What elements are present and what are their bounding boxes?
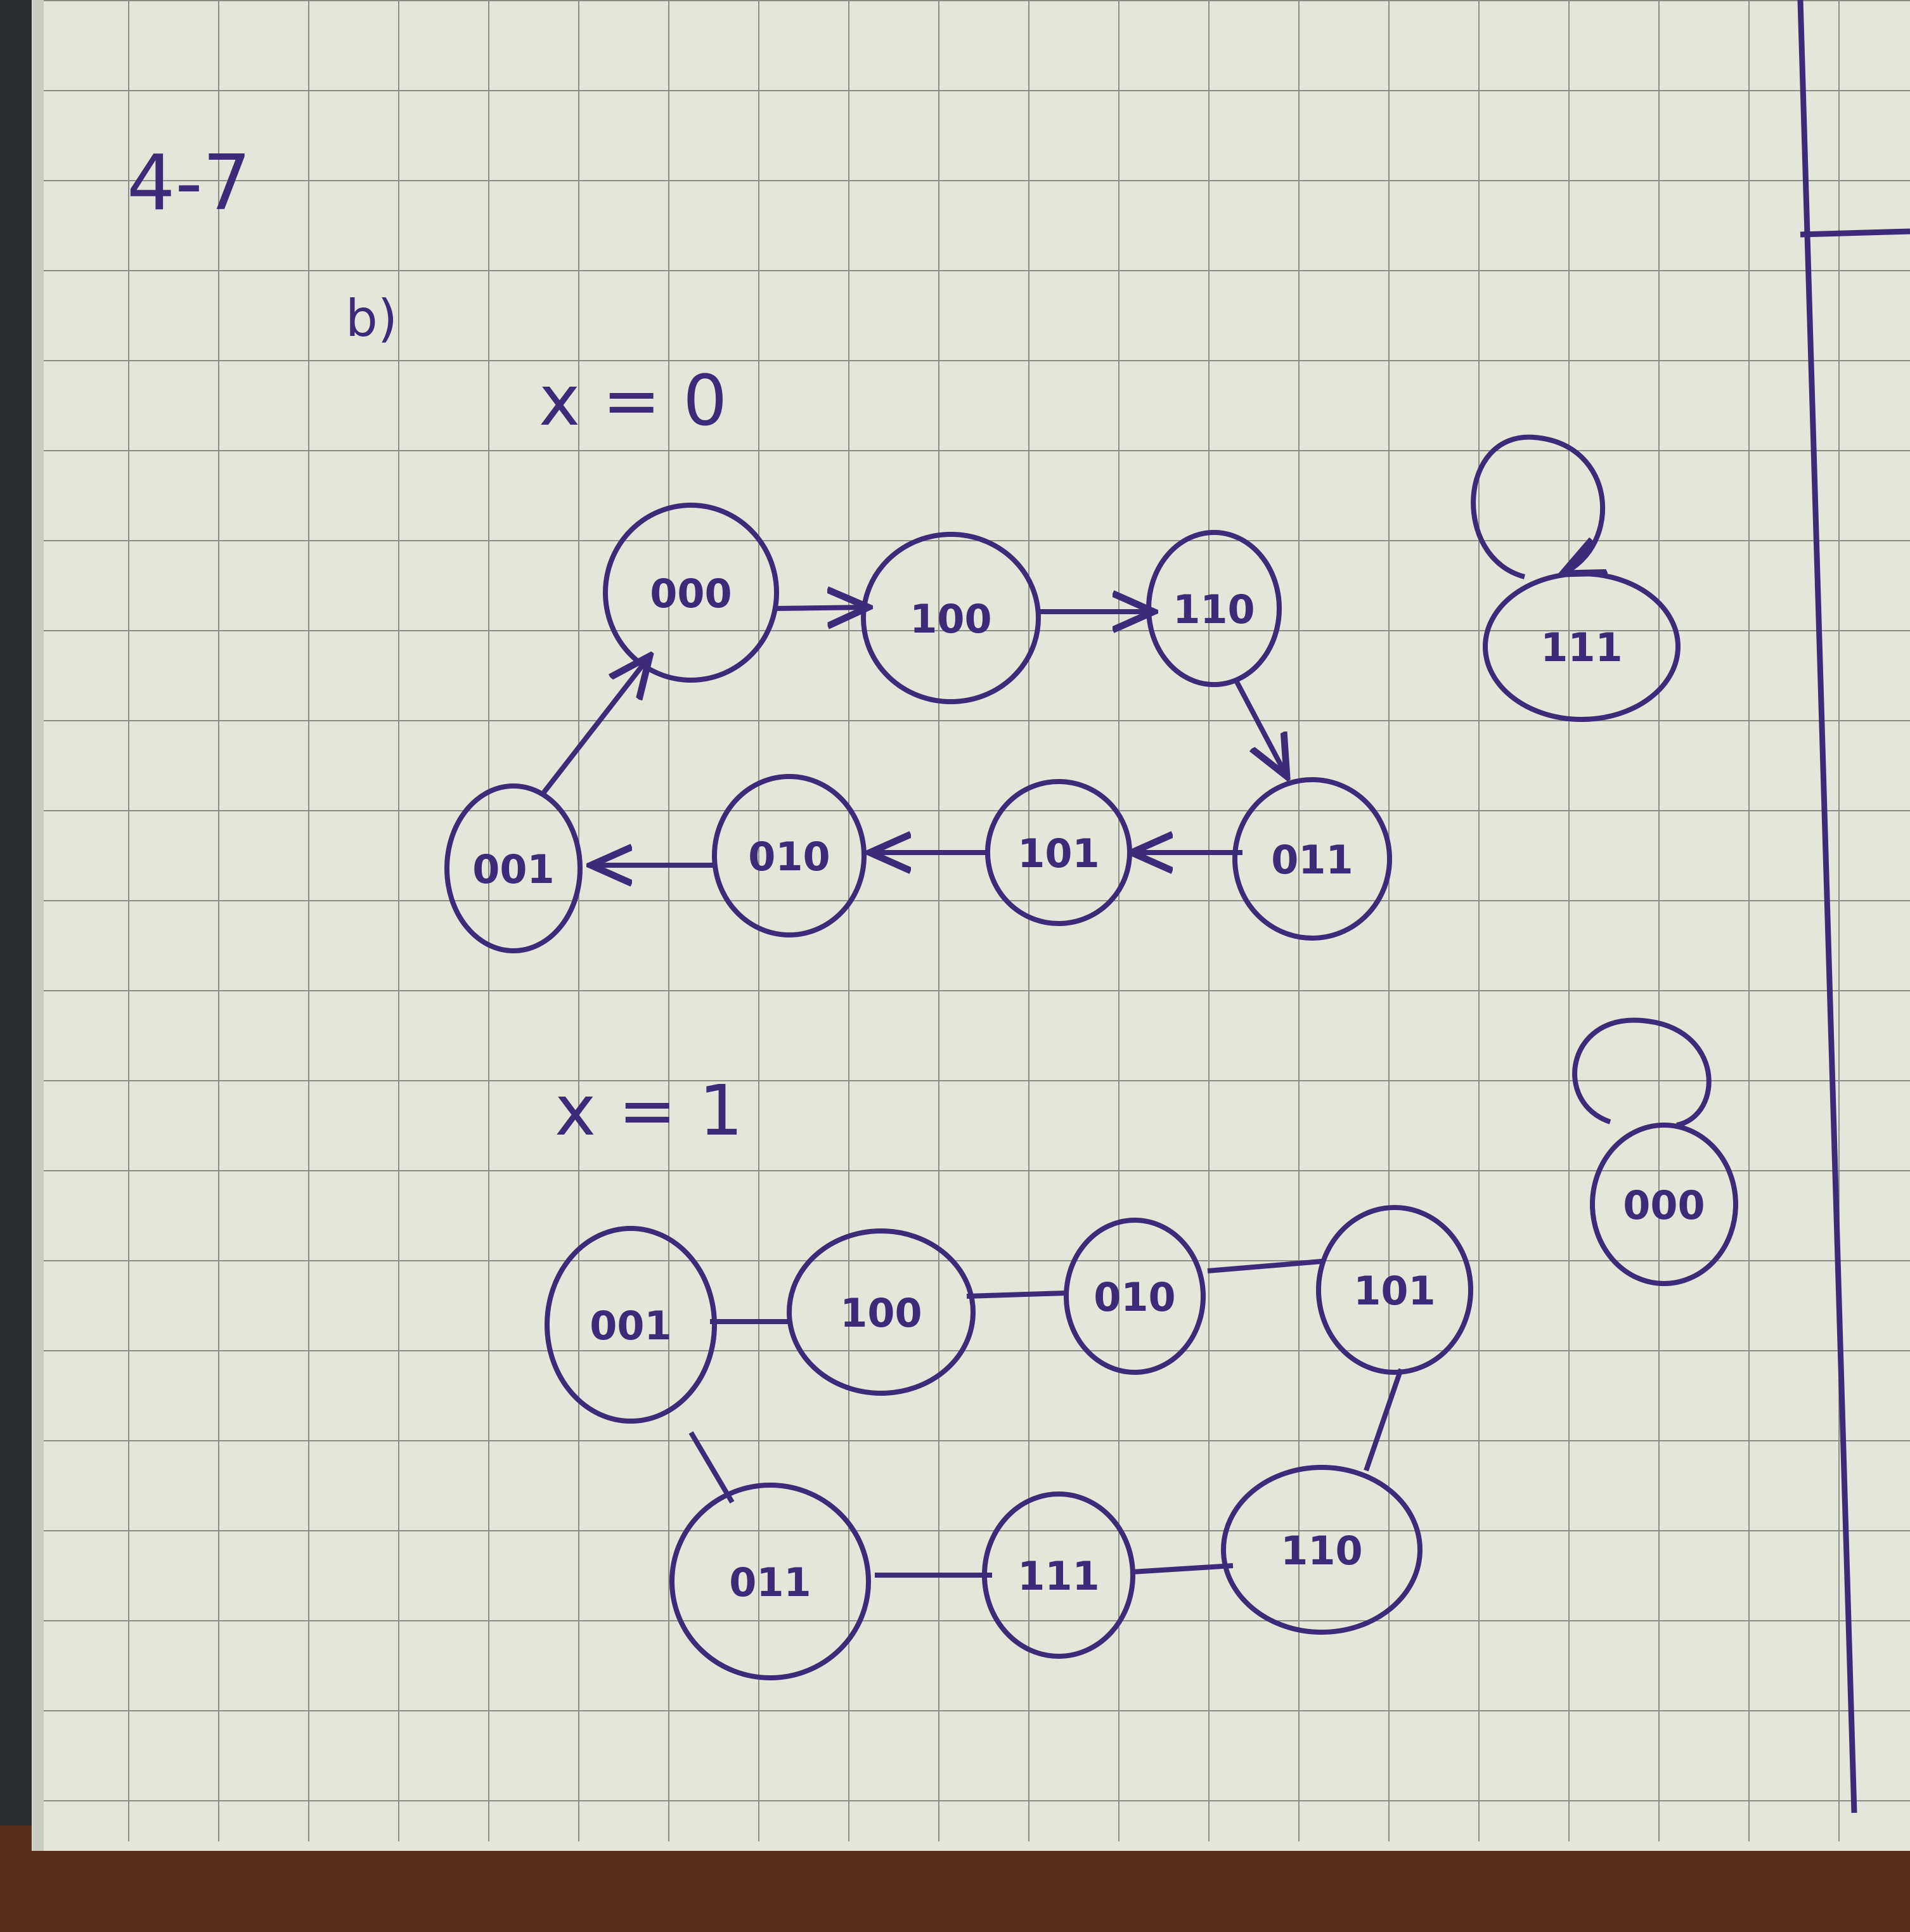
state-label: 011: [729, 1559, 811, 1606]
transition-110-111: [1131, 1563, 1234, 1575]
state-011: [669, 1483, 871, 1680]
state-label: 101: [1017, 830, 1099, 877]
state-label: 101: [1353, 1268, 1435, 1314]
transition-010-101: [1207, 1259, 1322, 1273]
state-110: [1146, 530, 1282, 687]
transition-001-000: [541, 656, 650, 794]
state-001: [444, 783, 583, 953]
state-001: [545, 1226, 717, 1424]
state-label: 010: [1094, 1274, 1175, 1320]
state-label: 100: [910, 596, 991, 642]
diagram-x0: [444, 434, 1681, 953]
margin-line: [1797, 0, 1857, 1813]
state-100: [861, 532, 1041, 704]
diagram-x1-labels: 001 100 010 101 011 111 110 000: [590, 1182, 1705, 1606]
state-label: 000: [1623, 1182, 1705, 1228]
state-111: [1483, 571, 1681, 722]
transition-110-011: [1232, 677, 1287, 776]
state-110: [1221, 1465, 1423, 1635]
diagram-x1: [545, 1017, 1738, 1680]
state-010: [1064, 1218, 1206, 1375]
self-loop-000: [1572, 1017, 1712, 1128]
condition-x1: x = 1: [555, 1070, 743, 1151]
state-label: 011: [1271, 837, 1353, 883]
state-101: [1316, 1205, 1473, 1375]
state-010: [712, 774, 867, 937]
state-label: 111: [1017, 1553, 1099, 1599]
problem-number: 4-7: [127, 139, 251, 228]
state-label: 110: [1281, 1528, 1362, 1574]
transition-000-100: [773, 607, 868, 609]
state-000: [603, 503, 779, 683]
transition-100-010: [966, 1291, 1066, 1299]
state-label: 010: [748, 834, 830, 880]
state-label: 110: [1173, 586, 1255, 633]
state-011: [1232, 777, 1392, 941]
part-label: b): [345, 289, 397, 348]
transition-101-110: [1364, 1368, 1403, 1472]
state-000: [1590, 1123, 1738, 1286]
self-loop-111: [1471, 434, 1603, 579]
condition-x0: x = 0: [539, 360, 727, 441]
state-label: 001: [472, 846, 554, 892]
transition-011-001: [688, 1431, 735, 1504]
diagram-x0-labels: 000 100 110 111 001 010 101 011: [472, 570, 1622, 892]
paper-grid: [38, 0, 1910, 1841]
state-100: [787, 1228, 976, 1396]
state-111: [982, 1491, 1135, 1659]
state-label: 100: [840, 1290, 922, 1336]
state-label: 000: [650, 570, 732, 617]
margin-tick: [1800, 228, 1910, 238]
state-101: [985, 779, 1132, 926]
state-label: 111: [1540, 624, 1622, 671]
state-label: 001: [590, 1303, 671, 1349]
